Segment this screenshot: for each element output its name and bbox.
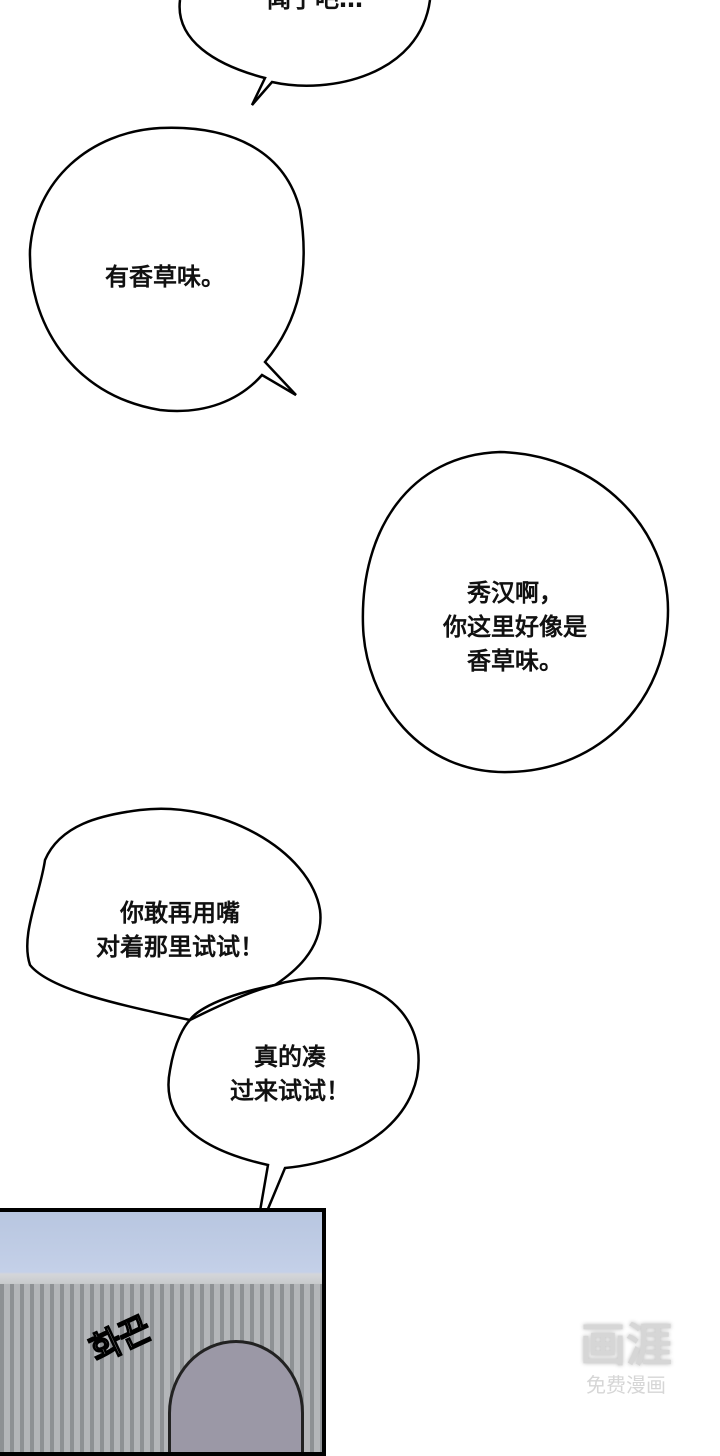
bubble-text-top: 闻了吧… — [200, 0, 430, 16]
watermark: 画涯 免费漫画 — [566, 1318, 686, 1398]
speech-bubble-top — [178, 0, 432, 106]
speech-bubble-4 — [167, 977, 420, 1241]
watermark-tagline: 免费漫画 — [586, 1373, 666, 1397]
bubble-text-2: 秀汉啊， 你这里好像是 香草味。 — [443, 579, 587, 675]
sound-effect-text: 화끈 — [83, 1308, 158, 1372]
bubble-text-3: 你敢再用嘴 对着那里试试！ — [96, 899, 264, 961]
comic-panel: 화끈 — [0, 1208, 326, 1456]
bubble-text-1: 有香草味。 — [105, 263, 225, 291]
speech-bubble-2 — [361, 450, 670, 774]
character-head — [168, 1340, 304, 1452]
bubble-text-4: 真的凑 过来试试！ — [230, 1043, 350, 1105]
watermark-logo: 画涯 — [580, 1318, 672, 1372]
speech-bubble-1 — [28, 126, 305, 413]
